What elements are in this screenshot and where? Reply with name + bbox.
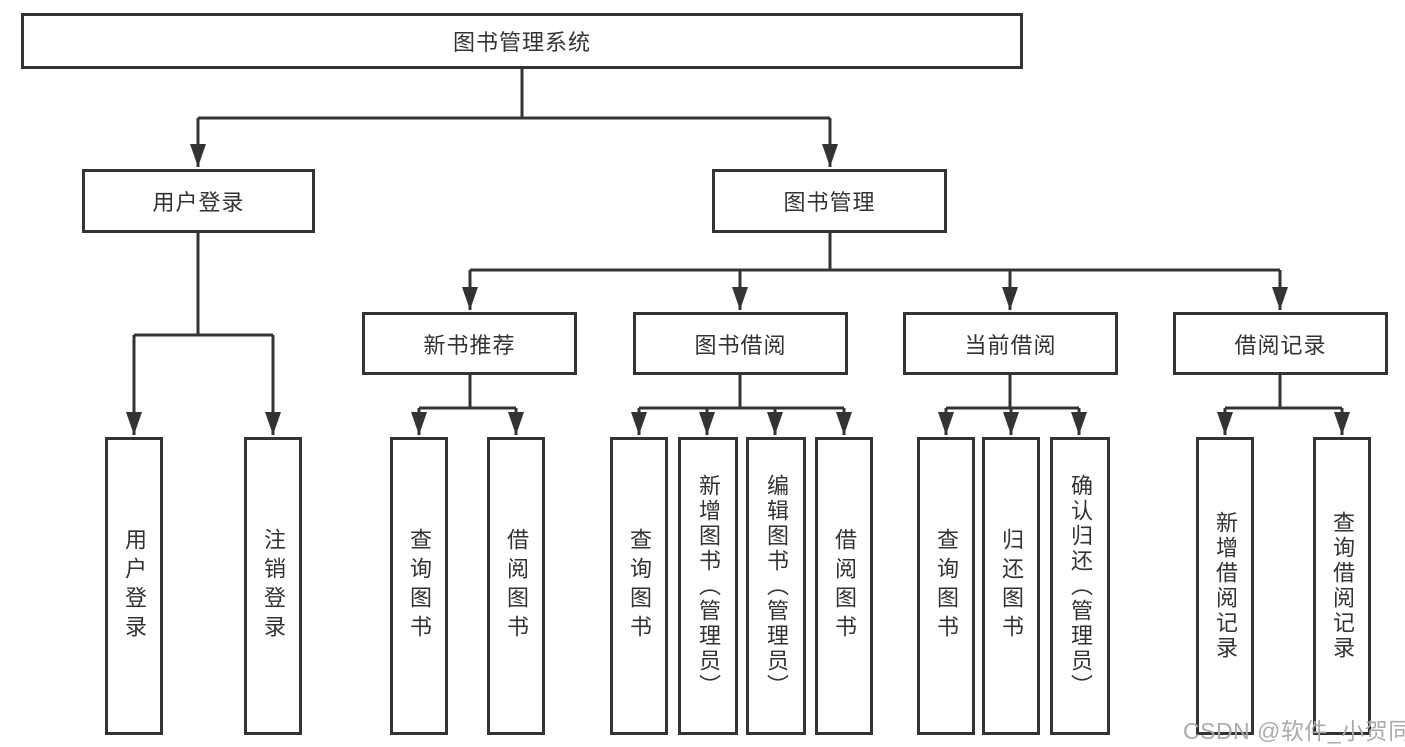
leaf-return-books: 归还图书 <box>982 437 1040 735</box>
leaf-borrow-books: 借阅图书 <box>815 437 873 735</box>
trunk-root <box>198 69 830 120</box>
node-book-borrowing: 图书借阅 <box>633 312 848 375</box>
node-label: 新增图书（管理员） <box>696 473 721 699</box>
leaf-borrow-books-recommend: 借阅图书 <box>487 437 545 735</box>
leaf-add-borrow-record: 新增借阅记录 <box>1196 437 1254 735</box>
leaf-query-books-recommend: 查询图书 <box>390 437 448 735</box>
node-label: 查询图书 <box>407 528 432 644</box>
node-current-borrowing: 当前借阅 <box>903 312 1118 375</box>
node-library-management-system: 图书管理系统 <box>21 13 1023 69</box>
leaf-query-books-current: 查询图书 <box>917 437 975 735</box>
leaf-confirm-return-admin: 确认归还（管理员） <box>1050 437 1110 735</box>
node-label: 新书推荐 <box>423 332 516 358</box>
trunk-user-login <box>134 233 273 337</box>
node-label: 注销登录 <box>261 528 286 644</box>
leaf-add-books-admin: 新增图书（管理员） <box>678 437 738 735</box>
node-label: 借阅记录 <box>1234 332 1327 358</box>
trunk-new-rec <box>419 375 516 410</box>
trunk-borrow <box>639 375 844 410</box>
node-user-login: 用户登录 <box>82 169 315 233</box>
leaf-query-borrow-record: 查询借阅记录 <box>1313 437 1371 735</box>
node-label: 用户登录 <box>152 190 245 215</box>
node-label: 图书管理系统 <box>452 30 591 55</box>
leaf-query-books-borrowing: 查询图书 <box>610 437 668 735</box>
trunk-records <box>1225 375 1342 410</box>
node-label: 用户登录 <box>122 528 147 644</box>
leaf-user-login: 用户登录 <box>105 437 163 735</box>
node-label: 查询图书 <box>627 528 652 644</box>
node-label: 图书借阅 <box>694 332 787 358</box>
trunk-current <box>946 375 1079 410</box>
node-label: 图书管理 <box>783 190 876 215</box>
node-label: 当前借阅 <box>964 332 1057 358</box>
node-label: 借阅图书 <box>504 528 529 644</box>
node-label: 查询借阅记录 <box>1330 511 1355 661</box>
node-label: 确认归还（管理员） <box>1068 473 1093 699</box>
trunk-book-mgmt <box>470 233 1280 272</box>
node-label: 借阅图书 <box>832 528 857 644</box>
node-new-book-recommend: 新书推荐 <box>362 312 577 375</box>
leaf-edit-books-admin: 编辑图书（管理员） <box>746 437 806 735</box>
node-label: 新增借阅记录 <box>1213 511 1238 661</box>
node-borrowing-records: 借阅记录 <box>1173 312 1388 375</box>
csdn-watermark: CSDN @软件_小贺同学 <box>1183 718 1405 744</box>
node-label: 归还图书 <box>999 528 1024 644</box>
node-label: 编辑图书（管理员） <box>764 473 789 699</box>
node-label: 查询图书 <box>934 528 959 644</box>
leaf-logout: 注销登录 <box>244 437 302 735</box>
node-book-management: 图书管理 <box>712 169 947 233</box>
